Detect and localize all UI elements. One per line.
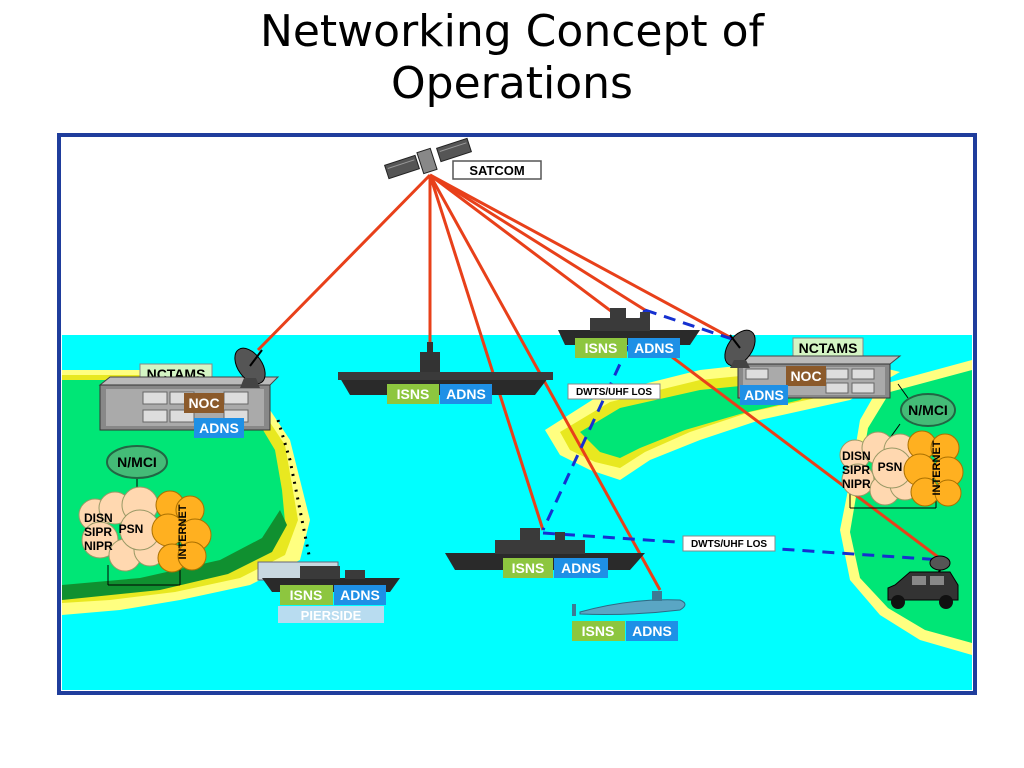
nmci-left-label: N/MCI [117,454,157,470]
sat-link-cruiser [429,173,646,312]
nmci-left: N/MCI DISN SIPR NIPR PSN INTERNET [78,445,212,586]
adns-right-nctams-badge [740,385,788,405]
noc-right-label: NOC [790,368,821,384]
dwts-label-2: DWTS/UHF LOS [691,539,767,550]
dwts-label-2-box [682,535,776,552]
dwts-label-1-box [567,383,661,400]
nctams-right-label: NCTAMS [799,340,858,356]
pierside-badge [278,606,384,623]
sat-link-submarine [428,174,662,591]
sipr-right-label: SIPR [842,463,870,477]
adns-pierside-label: ADNS [340,587,380,603]
pierside-label: PIERSIDE [301,608,362,623]
isns-pierside-label: ISNS [290,587,323,603]
sat-link-destroyer [428,174,545,531]
nipr-right-label: NIPR [842,477,871,491]
nmci-right: N/MCI DISN SIPR NIPR PSN INTERNET [839,383,964,509]
sat-link-left-nctams [256,173,432,352]
nmci-right-label: N/MCI [908,402,948,418]
dish-antenna-right-icon [724,329,756,368]
satcom-label-box [452,160,542,180]
psn-right-label: PSN [878,460,903,474]
disn-left-label: DISN [84,511,113,525]
isns-pierside-badge [280,585,333,605]
internet-left-label: INTERNET [177,504,189,559]
noc-right-badge [786,366,826,386]
disn-right-label: DISN [842,449,871,463]
isns-submarine-label: ISNS [582,623,615,639]
sipr-left-label: SIPR [84,525,112,539]
isns-destroyer-label: ISNS [512,560,545,576]
adns-carrier-label: ADNS [446,386,486,402]
adns-pierside-badge [334,585,386,605]
adns-submarine-label: ADNS [632,623,672,639]
isns-destroyer-badge [503,558,553,578]
nipr-left-label: NIPR [84,539,113,553]
internet-right-label: INTERNET [931,440,943,495]
page-title: Networking Concept of Operations [0,6,1024,110]
adns-carrier-badge [440,384,492,404]
adns-right-nctams-label: ADNS [744,387,784,403]
isns-carrier-label: ISNS [397,386,430,402]
noc-left-badge [184,393,224,413]
isns-cruiser-badge [575,338,627,358]
adns-submarine-badge [626,621,678,641]
adns-cruiser-label: ADNS [634,340,674,356]
psn-left-label: PSN [119,522,144,536]
los-link-destroyer-humvee [542,531,943,562]
humvee-vehicle-icon [887,555,959,609]
title-line-2: Operations [391,58,633,109]
title-line-1: Networking Concept of [259,6,765,57]
dwts-label-1: DWTS/UHF LOS [576,387,652,398]
adns-left-nctams-badge [194,418,244,438]
adns-destroyer-badge [554,558,608,578]
isns-cruiser-label: ISNS [585,340,618,356]
isns-submarine-badge [572,621,625,641]
submarine-icon [572,591,686,616]
satcom-label: SATCOM [469,163,524,178]
adns-destroyer-label: ADNS [561,560,601,576]
adns-left-nctams-label: ADNS [199,420,239,436]
satellite-icon [383,137,473,180]
los-link-cruiser-nctams [644,308,736,342]
adns-cruiser-badge [628,338,680,358]
sat-link-right-nctams [429,173,736,342]
isns-carrier-badge [387,384,439,404]
noc-left-label: NOC [188,395,219,411]
dish-antenna-left-icon [234,347,266,388]
